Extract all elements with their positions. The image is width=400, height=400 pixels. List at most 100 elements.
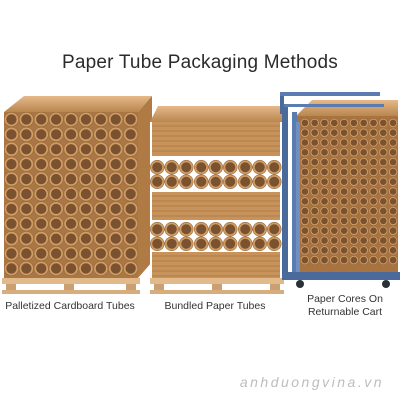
tube-hole	[301, 158, 309, 166]
tube-hole	[80, 248, 92, 259]
tube-hole	[254, 224, 265, 235]
tube-hole	[330, 168, 338, 176]
tube-hole	[80, 114, 92, 125]
tube-hole	[95, 248, 106, 259]
tube-hole	[330, 217, 338, 225]
tube-hole	[36, 159, 47, 170]
tube-hole	[360, 197, 368, 205]
tube-hole	[321, 227, 328, 235]
tube-hole	[370, 129, 377, 137]
tube-hole	[166, 224, 177, 235]
tube-hole	[36, 129, 47, 140]
tube-hole	[210, 176, 221, 187]
tube-hole	[21, 173, 32, 185]
tube-hole	[95, 203, 106, 214]
tube-hole	[311, 246, 319, 254]
tube-hole	[6, 233, 17, 244]
tube-hole	[370, 227, 377, 235]
tube-hole	[330, 256, 338, 264]
tube-hole	[311, 227, 319, 235]
tube-hole	[36, 144, 47, 155]
tube-hole	[360, 139, 368, 146]
tube-hole	[210, 224, 221, 235]
tube-hole	[321, 168, 328, 176]
tube-hole	[181, 224, 192, 235]
tube-hole	[6, 144, 17, 155]
tube-hole	[360, 246, 368, 254]
tube-hole	[311, 188, 319, 195]
tube-hole	[110, 248, 121, 259]
pallet-block	[64, 284, 74, 290]
tube-hole	[196, 224, 207, 235]
tube-hole	[21, 188, 32, 200]
tube-hole	[350, 217, 358, 225]
tube-hole	[21, 159, 32, 170]
tube-hole	[95, 173, 106, 185]
tube-hole	[181, 238, 192, 249]
tube-hole	[110, 263, 121, 274]
tube-hole	[340, 148, 348, 156]
tube-hole	[269, 176, 280, 187]
tube-hole	[389, 246, 397, 254]
tube-hole	[65, 203, 77, 214]
tube-hole	[389, 207, 397, 215]
tube-hole	[110, 114, 121, 125]
tube-hole	[379, 227, 387, 235]
pallet-block	[212, 284, 222, 290]
tube-hole	[36, 233, 47, 244]
tube-hole	[21, 114, 32, 125]
tube-hole	[301, 168, 309, 176]
tube-hole	[65, 129, 77, 140]
tube-hole	[350, 207, 358, 215]
tube-hole	[301, 227, 309, 235]
tube-hole	[21, 144, 32, 155]
tube-hole	[240, 238, 251, 249]
tube-hole	[301, 237, 309, 244]
tube-hole	[6, 203, 17, 214]
tube-hole	[340, 139, 348, 146]
tube-hole	[370, 178, 377, 186]
tube-hole	[370, 197, 377, 205]
caption-bundled: Bundled Paper Tubes	[164, 300, 266, 312]
tube-hole	[181, 162, 192, 173]
tube-hole	[51, 159, 62, 170]
tube-hole	[65, 248, 77, 259]
tube-hole	[65, 218, 77, 229]
tube-hole	[125, 218, 136, 229]
tube-hole	[340, 246, 348, 254]
tube-hole	[360, 168, 368, 176]
tube-hole	[240, 176, 251, 187]
tube-hole	[321, 237, 328, 244]
tube-hole	[125, 263, 136, 274]
tube-hole	[110, 233, 121, 244]
watermark: anhduongvina.vn	[239, 374, 384, 390]
tube-hole	[51, 263, 62, 274]
tube-hole	[51, 144, 62, 155]
tube-hole	[311, 207, 319, 215]
bundle-top-face	[150, 106, 288, 122]
tube-hole	[379, 237, 387, 244]
tube-hole	[389, 237, 397, 244]
tube-hole	[240, 162, 251, 173]
tube-hole	[340, 119, 348, 127]
tube-hole	[21, 233, 32, 244]
tube-hole	[350, 188, 358, 195]
tube-hole	[36, 188, 47, 200]
tube-hole	[6, 188, 17, 200]
tube-hole	[125, 203, 136, 214]
tube-hole	[321, 207, 328, 215]
tube-hole	[95, 129, 106, 140]
pallet-block	[270, 284, 280, 290]
tube-hole	[340, 217, 348, 225]
cart-top-rail	[280, 92, 380, 96]
tube-hole	[330, 139, 338, 146]
tube-hole	[225, 224, 236, 235]
tube-hole	[36, 248, 47, 259]
tube-hole	[379, 197, 387, 205]
tube-hole	[51, 203, 62, 214]
tube-hole	[125, 129, 136, 140]
tube-hole	[379, 178, 387, 186]
tube-hole	[51, 173, 62, 185]
tube-hole	[95, 114, 106, 125]
tube-hole	[330, 197, 338, 205]
